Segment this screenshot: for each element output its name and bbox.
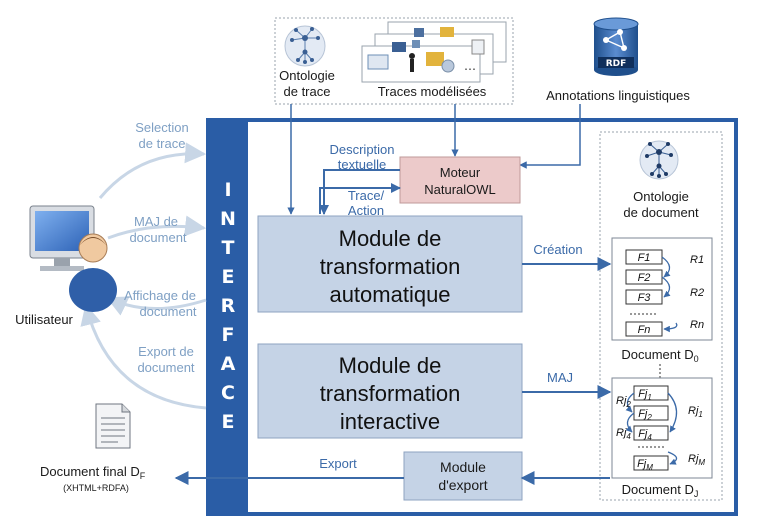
module-automatique-box bbox=[257, 215, 523, 313]
module-inter-line-2: transformation bbox=[320, 381, 461, 406]
module-interactive-box bbox=[257, 343, 523, 439]
d0-relation-arrow bbox=[661, 256, 671, 278]
d0-relation-arrow bbox=[661, 276, 671, 298]
export-doc-label-1: Export de bbox=[138, 344, 194, 359]
svg-text:…: … bbox=[464, 59, 476, 73]
annotations-label: Annotations linguistiques bbox=[546, 88, 690, 103]
d0-relation-arrow bbox=[663, 322, 678, 333]
interface-letter: E bbox=[222, 411, 235, 433]
arrow-trace-action bbox=[319, 183, 401, 214]
rdf-database-icon bbox=[593, 17, 639, 76]
description-label-2: textuelle bbox=[338, 157, 386, 172]
trace-sources-group bbox=[274, 17, 514, 105]
arrow-description-textuelle bbox=[319, 169, 400, 215]
module-auto-line-3: automatique bbox=[329, 282, 450, 307]
arrow-selection bbox=[98, 142, 207, 199]
traces-thumbnails: … bbox=[361, 21, 507, 83]
document-group bbox=[599, 131, 723, 501]
interface-letter: F bbox=[222, 324, 235, 346]
user-label: Utilisateur bbox=[15, 312, 73, 327]
arrow-export-document bbox=[80, 303, 207, 410]
dj-relation-arrow bbox=[625, 412, 635, 433]
moteur-label-1: Moteur bbox=[440, 165, 481, 180]
export-doc-label-2: document bbox=[137, 360, 194, 375]
ontology-trace-icon bbox=[284, 25, 326, 67]
interface-letter: A bbox=[221, 353, 236, 375]
final-document-icon bbox=[95, 403, 131, 449]
module-auto-line-1: Module de bbox=[339, 226, 442, 251]
final-document-format: (XHTML+RDFA) bbox=[63, 483, 129, 493]
arrow-annotations-to-moteur bbox=[519, 104, 581, 169]
rdf-badge: RDF bbox=[606, 59, 627, 69]
d0-fragment-label: F3 bbox=[638, 292, 652, 304]
dj-relation-arrow bbox=[667, 451, 678, 465]
module-export-box bbox=[403, 451, 523, 501]
d0-fragment-label: F1 bbox=[638, 252, 651, 264]
d0-fragment-box bbox=[625, 321, 663, 337]
maj-arrow-label: MAJ bbox=[547, 370, 573, 385]
interface-bar bbox=[208, 120, 248, 514]
dj-fragment-box bbox=[633, 425, 669, 441]
dj-relation-arrow bbox=[667, 392, 678, 433]
dj-fragment-box bbox=[633, 455, 669, 471]
maj-label-1: MAJ de bbox=[134, 214, 178, 229]
ontology-trace-label-1: Ontologie bbox=[279, 68, 335, 83]
module-inter-line-1: Module de bbox=[339, 353, 442, 378]
moteur-naturalowl-box bbox=[399, 156, 521, 204]
description-label-1: Description bbox=[329, 142, 394, 157]
arrow-affichage bbox=[106, 296, 207, 316]
module-export-line-1: Module bbox=[440, 459, 486, 475]
d0-fragment-label: Fn bbox=[638, 324, 651, 336]
document-d0-label: Document D0 bbox=[621, 347, 698, 364]
module-inter-line-3: interactive bbox=[340, 409, 440, 434]
affichage-label-1: Affichage de bbox=[124, 288, 196, 303]
creation-label: Création bbox=[533, 242, 582, 257]
trace-action-label-1: Trace/ bbox=[348, 188, 385, 203]
selection-label-1: Selection bbox=[135, 120, 188, 135]
module-auto-line-2: transformation bbox=[320, 254, 461, 279]
maj-label-2: document bbox=[129, 230, 186, 245]
interface-letter: E bbox=[222, 266, 235, 288]
ontology-document-icon bbox=[639, 140, 679, 180]
ontology-trace-label-2: de trace bbox=[284, 84, 331, 99]
document-dj-label: Document DJ bbox=[622, 482, 699, 499]
interface-letter: I bbox=[224, 179, 231, 201]
ontology-doc-label-2: de document bbox=[623, 205, 699, 220]
interface-letter: R bbox=[221, 295, 236, 317]
d0-relation-label: Rn bbox=[690, 319, 704, 331]
d0-relation-label: R1 bbox=[690, 254, 704, 266]
module-export-line-2: d'export bbox=[438, 477, 487, 493]
arrow-maj-document bbox=[107, 215, 207, 240]
ontology-doc-label-1: Ontologie bbox=[633, 189, 689, 204]
d0-relation-label: R2 bbox=[690, 287, 704, 299]
d0-fragment-label: F2 bbox=[638, 272, 651, 284]
selection-label-2: de trace bbox=[139, 136, 186, 151]
interface-letter: N bbox=[220, 208, 236, 230]
traces-modelisees-label: Traces modélisées bbox=[378, 84, 487, 99]
user-computer-icon bbox=[29, 205, 117, 312]
affichage-label-2: document bbox=[139, 304, 196, 319]
export-arrow-label: Export bbox=[319, 456, 357, 471]
interface-letter: T bbox=[222, 237, 235, 259]
moteur-label-2: NaturalOWL bbox=[424, 182, 496, 197]
d0-fragment-box bbox=[625, 289, 663, 305]
interface-letter: C bbox=[221, 382, 235, 404]
dj-relation-arrow bbox=[625, 392, 635, 413]
final-document-label: Document final DF bbox=[40, 464, 146, 481]
trace-action-label-2: Action bbox=[348, 203, 384, 218]
